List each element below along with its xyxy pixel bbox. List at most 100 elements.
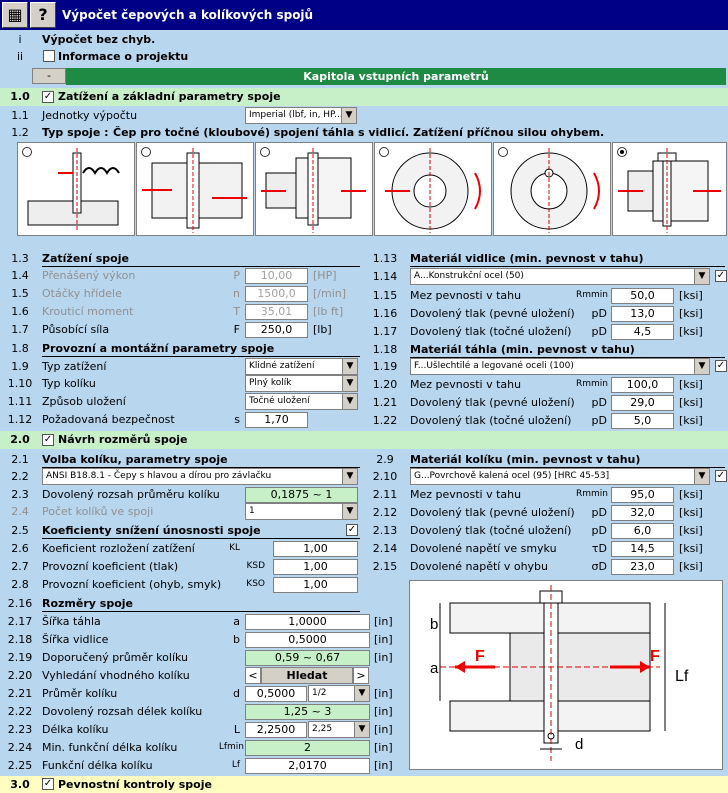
row-num: 1.21 <box>372 396 398 409</box>
section-3-checkbox[interactable]: ✓ <box>42 778 54 790</box>
l-select[interactable]: 2,25▼ <box>308 721 370 738</box>
ksd-input[interactable]: 1,00 <box>273 559 358 575</box>
fork-pt-value: 4,5 <box>611 324 674 340</box>
row-num: 1.11 <box>7 395 33 408</box>
d-input[interactable]: 0,5000 <box>245 686 307 702</box>
row-num: 1.12 <box>7 413 33 426</box>
chevron-down-icon[interactable]: ▼ <box>342 504 357 519</box>
chevron-down-icon[interactable]: ▼ <box>342 394 357 409</box>
chevron-down-icon[interactable]: ▼ <box>342 359 357 374</box>
kso-input[interactable]: 1,00 <box>273 577 358 593</box>
joint-type-2[interactable] <box>136 142 254 236</box>
pin-pt-label: Dovolený tlak (točné uložení) <box>410 524 572 537</box>
chevron-down-icon[interactable]: ▼ <box>694 469 709 484</box>
loadtype-label: Typ zatížení <box>42 360 107 373</box>
fork-material-title: Materiál vidlice (min. pevnost v tahu) <box>410 252 644 265</box>
pin-bend-unit: [ksi] <box>679 560 703 573</box>
row-num: 2.10 <box>372 470 398 483</box>
pintype-label: Typ kolíku <box>42 377 96 390</box>
radio-selected[interactable] <box>617 147 627 157</box>
dia-range-label: Dovolený rozsah průměru kolíku <box>42 488 220 501</box>
row-num: 1.0 <box>10 90 30 103</box>
fork-pt-label: Dovolený tlak (točné uložení) <box>410 325 572 338</box>
lrange-value: 1,25 ~ 3 <box>245 704 370 720</box>
radio[interactable] <box>498 147 508 157</box>
chevron-down-icon[interactable]: ▼ <box>341 108 356 123</box>
project-checkbox[interactable] <box>43 50 55 62</box>
row-num: 2.3 <box>11 488 29 501</box>
count-label: Počet kolíků ve spoji <box>42 505 154 518</box>
chevron-down-icon[interactable]: ▼ <box>342 469 357 484</box>
find-button[interactable]: Hledat <box>261 667 353 684</box>
chevron-down-icon[interactable]: ▼ <box>354 722 369 737</box>
rpm-input[interactable]: 1500,0 <box>245 286 308 302</box>
power-input[interactable]: 10,00 <box>245 268 308 284</box>
rpm-unit: [/min] <box>313 287 347 300</box>
app-icon[interactable]: ▦ <box>2 2 28 28</box>
chevron-down-icon[interactable]: ▼ <box>694 269 709 284</box>
a-label: Šířka táhla <box>42 615 101 628</box>
force-unit: [lb] <box>313 323 332 336</box>
section-1-checkbox[interactable]: ✓ <box>42 91 54 103</box>
rpm-label: Otáčky hřídele <box>42 287 122 300</box>
joint-type-6[interactable] <box>612 142 727 236</box>
row-num: 2.25 <box>7 759 33 772</box>
radio[interactable] <box>379 147 389 157</box>
radio[interactable] <box>22 147 32 157</box>
a-input[interactable]: 1,0000 <box>245 614 370 630</box>
row-num: 2.21 <box>7 687 33 700</box>
pin-pf-label: Dovolený tlak (pevné uložení) <box>410 506 575 519</box>
pintype-select[interactable]: Plný kolík▼ <box>245 375 358 392</box>
ksd-label: Provozní koeficient (tlak) <box>42 560 179 573</box>
pin-standard-select[interactable]: ANSI B18.8.1 - Čepy s hlavou a dírou pro… <box>42 468 358 485</box>
prev-button[interactable]: < <box>245 667 261 684</box>
coef-checkbox[interactable]: ✓ <box>346 524 358 536</box>
mount-select[interactable]: Točné uložení▼ <box>245 393 358 410</box>
power-label: Přenášený výkon <box>42 269 136 282</box>
fork-pf-unit: [ksi] <box>679 307 703 320</box>
radio[interactable] <box>141 147 151 157</box>
kl-input[interactable]: 1,00 <box>273 541 358 557</box>
rod-material-select[interactable]: F...Ušlechtilé a legované oceli (100)▼ <box>410 358 710 375</box>
safety-input[interactable]: 1,70 <box>245 412 308 428</box>
dim-lf-label: Lf <box>675 668 689 685</box>
radio[interactable] <box>260 147 270 157</box>
torque-symbol: T <box>233 305 240 318</box>
pin-material-checkbox[interactable]: ✓ <box>715 470 727 482</box>
joint-type-4[interactable] <box>374 142 492 236</box>
chevron-down-icon[interactable]: ▼ <box>694 359 709 374</box>
help-button[interactable]: ? <box>30 2 56 28</box>
section-2-checkbox[interactable]: ✓ <box>42 434 54 446</box>
loadtype-select[interactable]: Klidné zatížení▼ <box>245 358 358 375</box>
joint-type-3[interactable] <box>255 142 373 236</box>
units-label: Jednotky výpočtu <box>42 109 138 122</box>
fork-material-select[interactable]: A...Konstrukční ocel (50)▼ <box>410 268 710 285</box>
safety-symbol: s <box>234 413 240 426</box>
torque-input[interactable]: 35,01 <box>245 304 308 320</box>
pin-pt-value: 6,0 <box>611 523 674 539</box>
d-select[interactable]: 1/2▼ <box>308 685 370 702</box>
row-num: 1.6 <box>11 305 29 318</box>
count-select[interactable]: 1▼ <box>245 503 358 520</box>
chevron-down-icon[interactable]: ▼ <box>342 376 357 391</box>
fork-rm-symbol: Rmmin <box>576 290 608 300</box>
joint-type-1[interactable] <box>17 142 135 236</box>
dim-title: Rozměry spoje <box>42 597 133 610</box>
rod-material-checkbox[interactable]: ✓ <box>715 360 727 372</box>
next-button[interactable]: > <box>353 667 369 684</box>
type-description: Čep pro točné (kloubové) spojení táhla s… <box>113 126 605 139</box>
row-num: 2.12 <box>372 506 398 519</box>
l-input[interactable]: 2,2500 <box>245 722 307 738</box>
force-input[interactable]: 250,0 <box>245 322 308 338</box>
collapse-button[interactable]: - <box>32 68 66 84</box>
joint-type-5[interactable] <box>493 142 611 236</box>
rod-pt-unit: [ksi] <box>679 414 703 427</box>
power-symbol: P <box>233 269 240 282</box>
fork-material-checkbox[interactable]: ✓ <box>715 270 727 282</box>
row-num: 2.5 <box>11 524 29 537</box>
b-input[interactable]: 0,5000 <box>245 632 370 648</box>
pin-material-select[interactable]: G...Povrchově kalená ocel (95) [HRC 45-5… <box>410 468 710 485</box>
units-select[interactable]: Imperial (lbf, in, HP...)▼ <box>245 107 357 124</box>
row-num: 1.4 <box>11 269 29 282</box>
chevron-down-icon[interactable]: ▼ <box>354 686 369 701</box>
